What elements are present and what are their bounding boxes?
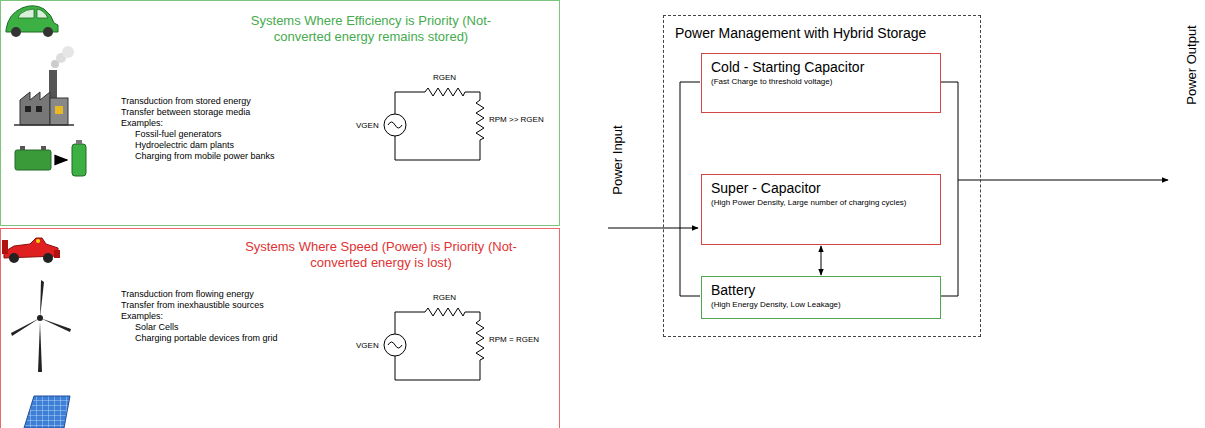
resistor-symbol (476, 320, 484, 360)
factory-icon (36, 106, 42, 112)
race-car-icon (2, 240, 8, 254)
heading: Power Management with Hybrid Storage (675, 25, 926, 42)
body-text: Fossil-fuel generators (135, 129, 222, 140)
factory-icon (50, 98, 68, 125)
race-car-icon (2, 238, 60, 263)
input-bus (680, 82, 700, 296)
wind-turbine-icon (38, 322, 42, 372)
efficiency-panel: Systems Where Efficiency is Priority (No… (0, 0, 560, 226)
body-text: Transfer between storage media (121, 107, 250, 118)
body-text: (High Power Density, Large number of cha… (711, 198, 931, 208)
car-icon (37, 9, 48, 18)
race-car-icon (36, 239, 40, 243)
factory-icon (25, 106, 31, 112)
body-text: Solar Cells (135, 322, 179, 333)
factory-icon (62, 46, 74, 58)
wire (395, 92, 480, 160)
heading: Battery (711, 282, 931, 299)
body-text: Charging from mobile power banks (135, 151, 275, 162)
wind-turbine-icon (11, 280, 71, 372)
factory-icon (55, 106, 63, 114)
battery-transfer-icon (76, 140, 82, 144)
wind-turbine-icon (40, 318, 71, 332)
circuit-schematic (384, 88, 484, 160)
heading: Systems Where Speed (Power) is Priority … (245, 239, 517, 271)
wind-turbine-icon (11, 318, 40, 336)
heading: Cold - Starting Capacitor (711, 59, 931, 76)
body-text: Examples: (121, 311, 163, 322)
port-label: Power Output (1184, 25, 1199, 105)
battery-transfer-icon (20, 146, 25, 150)
car-icon (11, 27, 21, 37)
factory-icon (14, 124, 74, 126)
circuit-schematic (384, 308, 484, 380)
ac-source-symbol (384, 334, 406, 356)
wind-turbine-icon (40, 280, 44, 318)
storage-box: Battery(High Energy Density, Low Leakage… (701, 276, 941, 319)
car-icon (43, 27, 53, 37)
component-label: RPM >> RGEN (489, 115, 544, 125)
battery-transfer-icon (72, 144, 86, 176)
ac-source-symbol (388, 122, 402, 128)
heading: Systems Where Efficiency is Priority (No… (235, 13, 507, 45)
output-arrow (958, 180, 1168, 181)
resistor-symbol (476, 100, 484, 140)
input-arrow (608, 228, 698, 229)
body-text: Transduction from flowing energy (121, 289, 254, 300)
ac-source-symbol (384, 114, 406, 136)
wire (395, 312, 480, 380)
body-text: Examples: (121, 118, 163, 129)
storage-box: Super - Capacitor(High Power Density, La… (701, 174, 941, 245)
component-label: RPM = RGEN (489, 335, 539, 345)
port-label: Power Input (610, 125, 625, 194)
resistor-symbol (425, 88, 465, 96)
solar-panel-icon (24, 396, 70, 428)
resistor-symbol (425, 308, 465, 316)
factory-icon (14, 46, 74, 125)
component-label: RGEN (433, 293, 456, 303)
race-car-icon (54, 250, 60, 258)
power-bus (608, 82, 1168, 296)
component-label: VGEN (356, 121, 379, 131)
body-text: (Fast Charge to threshold voltage) (711, 77, 931, 87)
body-text: Charging portable devices from grid (135, 333, 278, 344)
factory-icon (20, 92, 50, 125)
heading: Super - Capacitor (711, 180, 931, 197)
car-icon (6, 6, 58, 37)
body-text: Hydroelectric dam plants (135, 140, 234, 151)
battery-transfer-icon (15, 140, 86, 176)
car-icon (18, 9, 34, 18)
body-text: Transduction from stored energy (121, 96, 251, 107)
body-text: Transfer from inexhaustible sources (121, 300, 264, 311)
component-label: RGEN (433, 73, 456, 83)
component-label: VGEN (356, 341, 379, 351)
race-car-icon (43, 253, 53, 263)
storage-box: Cold - Starting Capacitor(Fast Charge to… (701, 53, 941, 113)
system-boundary: Power Management with Hybrid StorageCold… (663, 15, 981, 337)
race-car-icon (9, 253, 19, 263)
battery-transfer-icon (41, 146, 46, 150)
solar-panel-icon (24, 396, 70, 428)
wind-turbine-icon (37, 315, 43, 321)
battery-transfer-icon (55, 159, 67, 161)
body-text: (High Energy Density, Low Leakage) (711, 300, 931, 310)
ac-source-symbol (388, 342, 402, 348)
speed-panel: Systems Where Speed (Power) is Priority … (0, 228, 560, 428)
connector-arrow (821, 246, 822, 275)
output-bus (940, 82, 958, 296)
battery-transfer-icon (15, 150, 51, 170)
